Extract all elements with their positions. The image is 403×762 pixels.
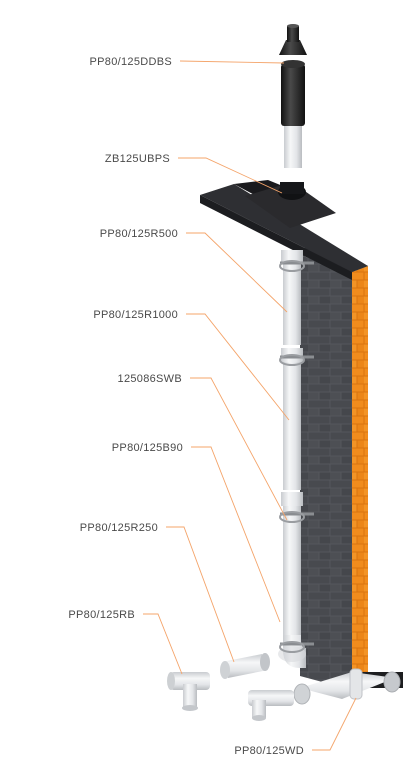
leader-tee	[143, 613, 183, 675]
roof-top	[200, 184, 368, 272]
leader-pipe-1000	[186, 313, 290, 421]
label-terminal: PP80/125DDBS	[90, 56, 172, 68]
label-bend-90: PP80/125B90	[112, 442, 183, 454]
label-flashing: ZB125UBPS	[105, 153, 170, 165]
leader-terminal	[179, 60, 285, 64]
component-labels: PP80/125DDBS ZB125UBPS PP80/125R500 PP80…	[68, 56, 304, 757]
label-wall-duct: PP80/125WD	[234, 745, 304, 757]
leader-pipe-250	[166, 526, 235, 663]
tee-icon	[167, 672, 210, 711]
label-pipe-1000: PP80/125R1000	[93, 309, 178, 321]
flashing-icon	[245, 182, 336, 228]
wall-brackets	[279, 260, 314, 653]
leader-bracket	[190, 377, 288, 521]
leader-bend-90	[191, 446, 281, 623]
bend-icon	[248, 690, 294, 721]
leader-flashing	[178, 157, 283, 194]
leader-lines	[143, 60, 357, 751]
wall-face	[300, 255, 352, 690]
wall-side	[352, 266, 368, 690]
label-tee: PP80/125RB	[68, 609, 135, 621]
roof-edge	[200, 195, 352, 280]
brick-wall	[295, 246, 368, 690]
leader-wall-duct	[312, 697, 357, 751]
leader-pipe-500	[186, 232, 288, 313]
vertical-pipe-run	[278, 250, 306, 668]
terminal-icon	[279, 24, 307, 168]
pipe-250-icon	[220, 653, 270, 679]
label-pipe-500: PP80/125R500	[100, 228, 178, 240]
wall-duct-icon	[293, 668, 403, 705]
label-pipe-250: PP80/125R250	[80, 522, 158, 534]
label-bracket: 125086SWB	[118, 373, 182, 385]
